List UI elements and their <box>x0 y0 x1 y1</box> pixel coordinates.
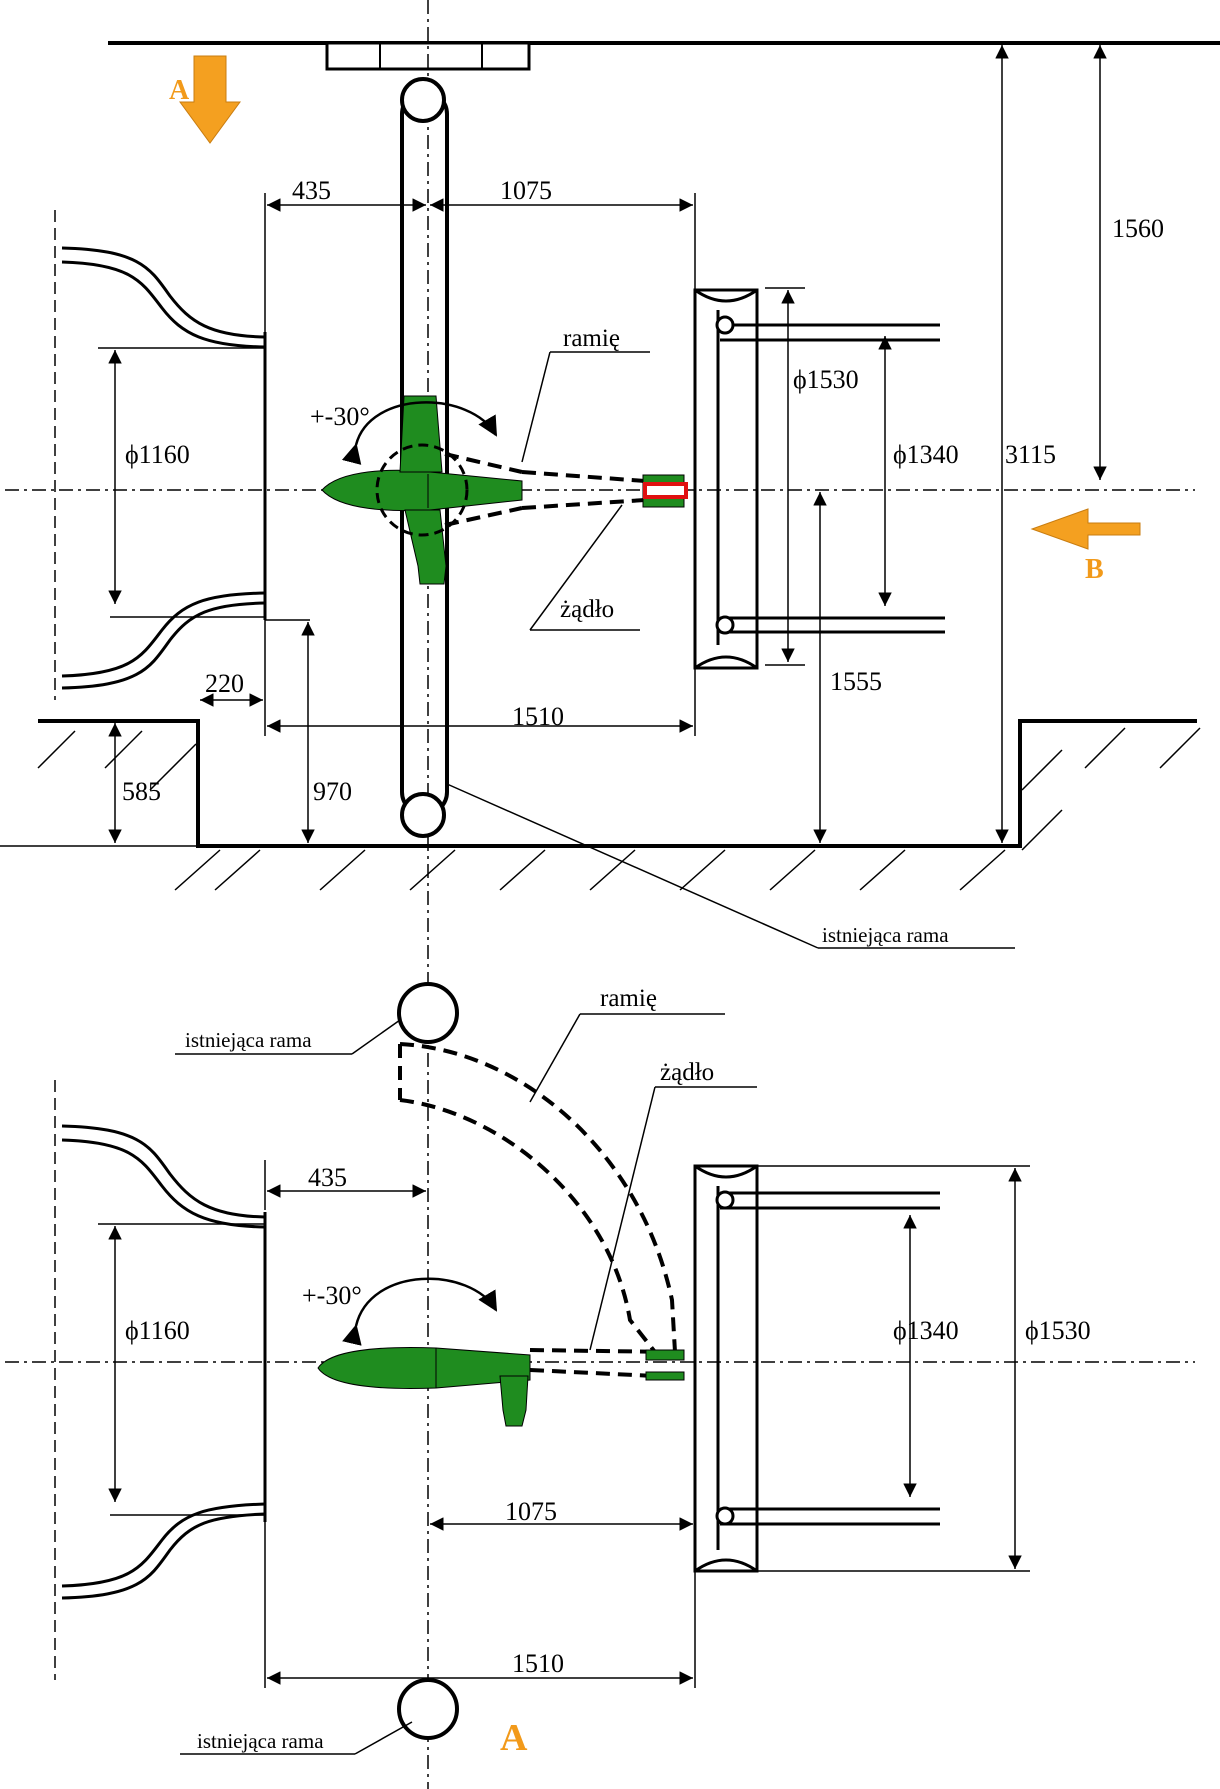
bottom-view: +-30° 435 ϕ1160 ϕ1340 ϕ1530 1075 1510 <box>5 982 1195 1759</box>
arm-dashed-bottom <box>398 1042 677 1378</box>
leaders-top <box>446 351 1015 949</box>
dim-1555: 1555 <box>830 667 882 696</box>
existing-frame-circle-bottom <box>397 1678 459 1740</box>
dim-phi1160-bottom: ϕ1160 <box>125 1316 190 1345</box>
dim-585: 585 <box>122 777 161 806</box>
label-arm-top: ramię <box>563 325 620 352</box>
collector-bottom <box>693 1164 940 1573</box>
rotation-arc-top <box>341 401 498 465</box>
dim-phi1160-top: ϕ1160 <box>125 440 190 469</box>
label-arm-bottom: ramię <box>600 985 657 1012</box>
label-sting-bottom: żądło <box>660 1059 714 1086</box>
dim-phi1340-bottom: ϕ1340 <box>893 1316 959 1345</box>
dim-3115: 3115 <box>1005 440 1056 469</box>
collector-top <box>693 288 945 670</box>
view-label-a-bottom: A <box>500 1717 528 1759</box>
dim-phi1340-top: ϕ1340 <box>893 440 959 469</box>
label-sting-top: żądło <box>560 596 614 623</box>
angle-label-top: +-30° <box>310 402 370 431</box>
rotation-arc-bottom <box>342 1277 498 1346</box>
dim-435-top: 435 <box>292 176 331 205</box>
dim-phi1530-bottom: ϕ1530 <box>1025 1316 1091 1345</box>
dim-1075-bottom: 1075 <box>505 1497 557 1526</box>
view-arrow-b <box>1030 508 1141 550</box>
dim-220: 220 <box>205 669 244 698</box>
nozzle-top <box>54 210 267 700</box>
dim-1560: 1560 <box>1112 214 1164 243</box>
view-label-a: A <box>169 75 190 106</box>
dimension-lines-top <box>98 45 1107 843</box>
label-frame-bottom-lower: istniejąca rama <box>197 1729 324 1753</box>
existing-frame-circle-top <box>397 982 459 1044</box>
view-label-b: B <box>1085 554 1104 585</box>
dim-1510-top: 1510 <box>512 702 564 731</box>
dimension-lines-bottom <box>98 1160 1030 1688</box>
model-bottom <box>317 1347 685 1427</box>
view-arrow-a <box>179 55 241 144</box>
dim-435-bottom: 435 <box>308 1163 347 1192</box>
floor-top <box>0 719 1197 848</box>
nozzle-bottom <box>54 1080 267 1680</box>
dim-phi1530-top: ϕ1530 <box>793 365 859 394</box>
dim-1510-bottom: 1510 <box>512 1649 564 1678</box>
dim-1075-top: 1075 <box>500 176 552 205</box>
floor-hatching <box>37 727 1201 891</box>
sting-top <box>642 474 688 508</box>
angle-label-bottom: +-30° <box>302 1281 362 1310</box>
label-frame-bottom-upper: istniejąca rama <box>185 1028 312 1052</box>
dim-970: 970 <box>313 777 352 806</box>
label-frame-top: istniejąca rama <box>822 923 949 947</box>
leaders-bottom <box>175 1013 757 1755</box>
